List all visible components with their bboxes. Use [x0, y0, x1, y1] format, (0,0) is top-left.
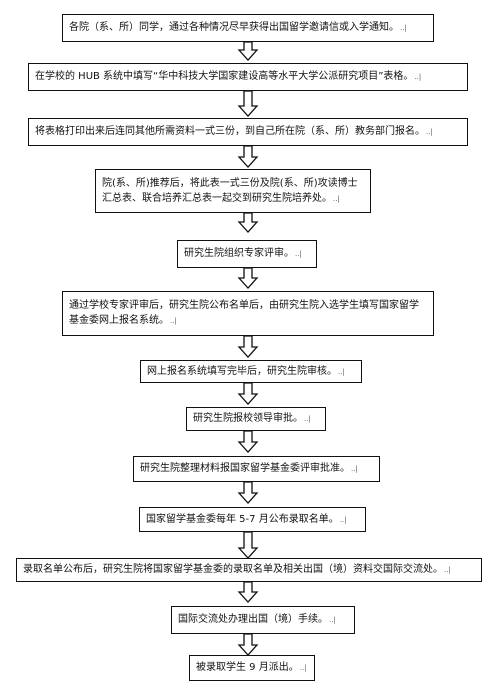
- step-10-text: 国家留学基金委每年 5-7 月公布录取名单。: [146, 513, 339, 525]
- arrow-8: [237, 430, 259, 453]
- step-13-text: 被录取学生 9 月派出。: [196, 662, 299, 673]
- step-5-text: 研究生院组织专家评审。: [184, 248, 294, 259]
- step-11: 录取名单公布后，研究生院将国家留学基金委的录取名单及相关出国（境）资料交国际交流…: [16, 558, 482, 582]
- step-12: 国际交流处办理出国（境）手续。..|: [171, 606, 355, 634]
- step-8-text: 研究生院报校领导审批。: [193, 413, 303, 424]
- step-4: 院(系、所)推荐后，将此表一式三份及院(系、所)攻读博士汇总表、联合培养汇总表一…: [95, 169, 371, 213]
- arrow-5: [237, 267, 259, 289]
- arrow-2: [237, 90, 259, 117]
- step-8: 研究生院报校领导审批。..|: [186, 407, 326, 431]
- step-5: 研究生院组织专家评审。..|: [177, 240, 317, 268]
- step-1: 各院（系、所）同学，通过各种情况尽早获得出国留学邀请信或入学通知。..|: [62, 14, 434, 42]
- arrow-12: [237, 633, 259, 656]
- arrow-3: [237, 145, 259, 168]
- arrow-6: [237, 335, 259, 358]
- step-4-text: 院(系、所)推荐后，将此表一式三份及院(系、所)攻读博士汇总表、联合培养汇总表一…: [102, 177, 358, 204]
- step-3-text: 将表格打印出来后连同其他所需资料一式三份，到自己所在院（系、所）教务部门报名。: [35, 126, 425, 137]
- arrow-1: [237, 41, 259, 61]
- step-11-text: 录取名单公布后，研究生院将国家留学基金委的录取名单及相关出国（境）资料交国际交流…: [23, 564, 443, 575]
- step-3: 将表格打印出来后连同其他所需资料一式三份，到自己所在院（系、所）教务部门报名。.…: [28, 118, 468, 146]
- arrow-9: [237, 481, 259, 504]
- step-7-text: 网上报名系统填写完毕后，研究生院审核。: [147, 365, 337, 377]
- arrow-10: [237, 531, 259, 559]
- step-12-text: 国际交流处办理出国（境）手续。: [178, 614, 328, 625]
- arrow-11: [237, 581, 259, 603]
- step-13: 被录取学生 9 月派出。..|: [189, 655, 315, 681]
- step-7: 网上报名系统填写完毕后，研究生院审核。..|: [140, 360, 362, 383]
- arrow-7: [237, 382, 259, 405]
- arrow-4: [237, 212, 259, 233]
- step-6: 通过学校专家评审后，研究生院公布名单后，由研究生院入选学生填写国家留学基金委网上…: [62, 291, 434, 336]
- step-2-text: 在学校的 HUB 系统中填写“华中科技大学国家建设高等水平大学公派研究项目”表格…: [35, 71, 414, 82]
- step-10: 国家留学基金委每年 5-7 月公布录取名单。..|: [139, 507, 366, 532]
- step-9: 研究生院整理材料报国家留学基金委评审批准。..|: [133, 456, 380, 482]
- step-9-text: 研究生院整理材料报国家留学基金委评审批准。: [140, 463, 350, 474]
- step-1-text: 各院（系、所）同学，通过各种情况尽早获得出国留学邀请信或入学通知。: [69, 22, 399, 33]
- step-6-text: 通过学校专家评审后，研究生院公布名单后，由研究生院入选学生填写国家留学基金委网上…: [69, 300, 419, 326]
- step-2: 在学校的 HUB 系统中填写“华中科技大学国家建设高等水平大学公派研究项目”表格…: [28, 63, 468, 91]
